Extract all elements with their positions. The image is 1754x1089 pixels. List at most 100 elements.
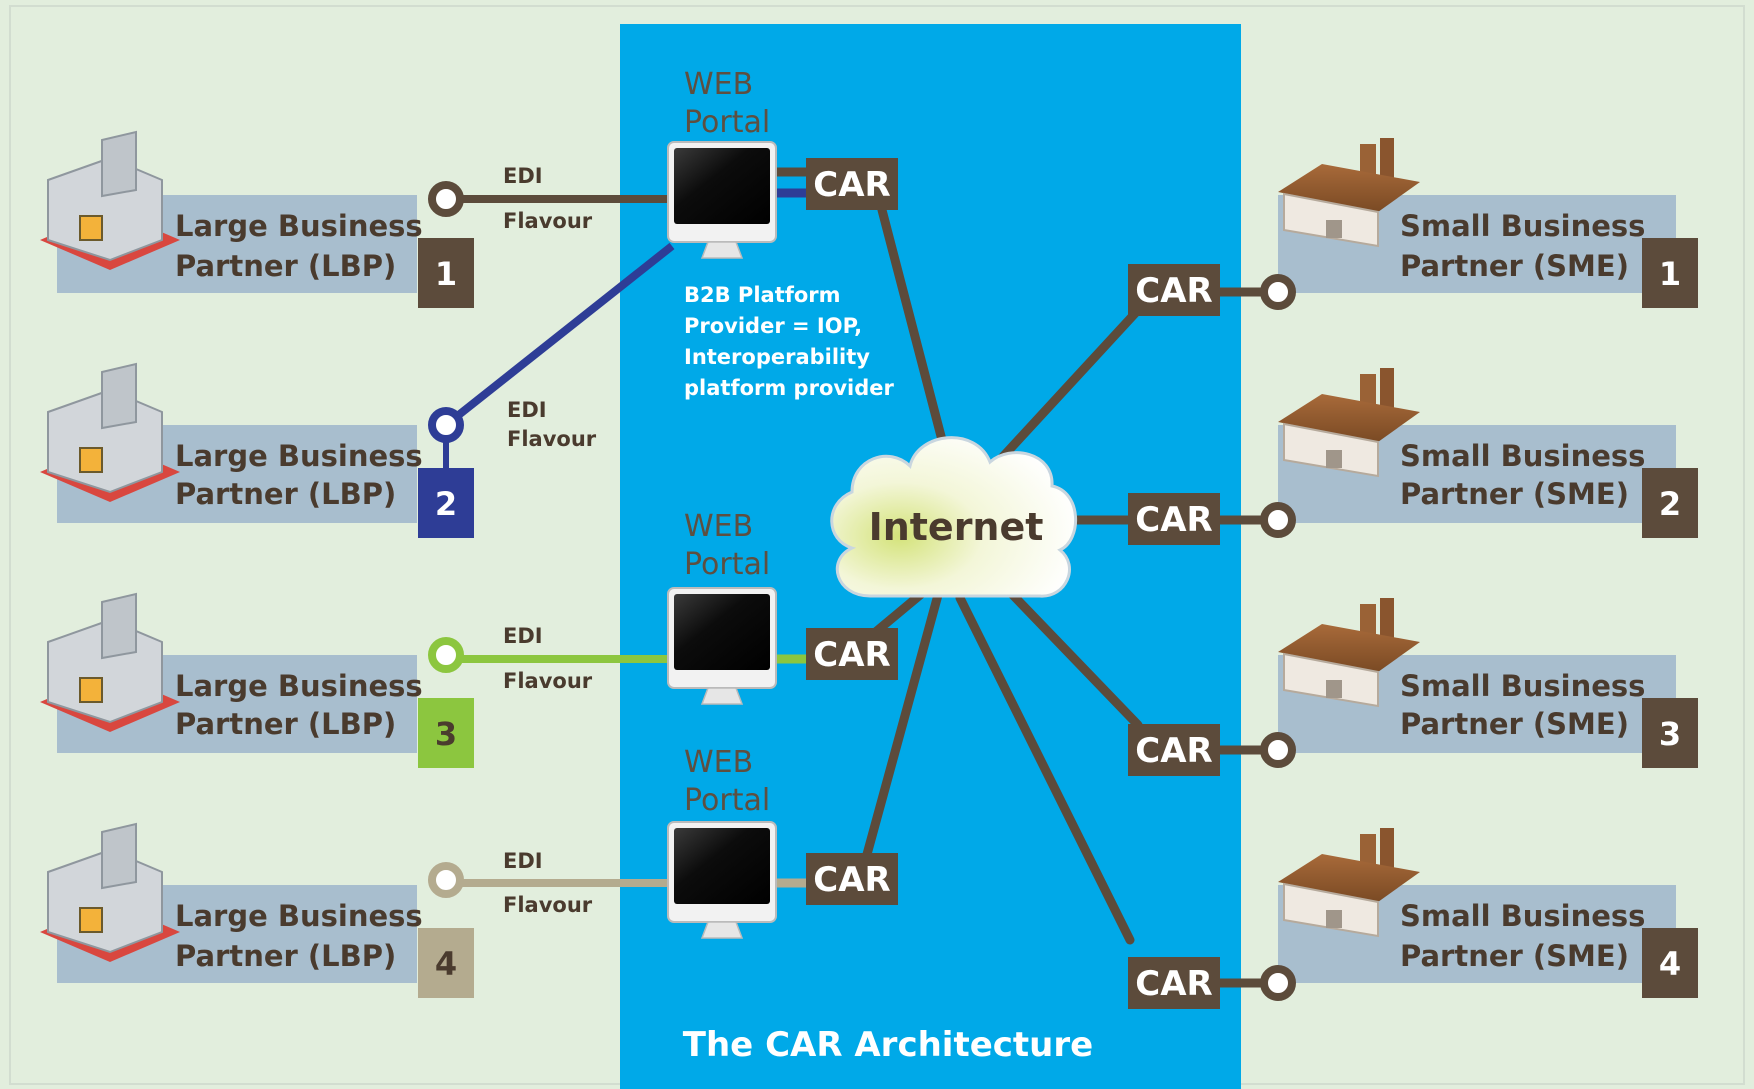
sme-badges: 1 2 3 4 [1642,238,1698,998]
platform-note-line: platform provider [684,376,895,400]
factory-tower [101,822,137,890]
ring-connector-icon [428,181,464,217]
sme-box-bgs [1278,195,1676,983]
door [1326,220,1342,238]
lbp-number-badge [418,698,474,768]
cloud-icon: Internet [830,436,1078,598]
lbp-number-badge [418,238,474,308]
car-box-sme-2 [1128,493,1220,545]
roof [1278,854,1420,902]
car-box-sme-1 [1128,264,1220,316]
lbp-label-line1: Large Business [175,439,423,473]
sme-label-line2: Partner (SME) [1400,707,1629,741]
door [1326,680,1342,698]
sme-label-line2: Partner (SME) [1400,939,1629,973]
edi-label: EDI [507,398,547,422]
sme-icons [1278,138,1420,938]
lbp-number: 2 [435,485,457,523]
flavour-label: Flavour [503,209,593,233]
roof [1278,624,1420,672]
factory-door [79,907,103,933]
edi-label: EDI [503,849,543,873]
sme-number: 2 [1659,485,1681,523]
car-label: CAR [813,165,890,205]
sme-number-badge [1642,468,1698,538]
platform-note: B2B Platform Provider = IOP, Interoperab… [684,283,895,400]
portal-label-line2: Portal [684,547,770,582]
web-portal-3: WEB Portal [667,509,777,705]
lbp-labels: Large Business Partner (LBP) Large Busin… [175,209,423,973]
car-boxes: CAR CAR CAR CAR CAR CAR CAR [806,158,1220,1009]
sme-number-badge [1642,928,1698,998]
sme-label-line1: Small Business [1400,209,1645,243]
sme-labels: Small Business Partner (SME) Small Busin… [1400,209,1645,973]
portal-label-line2: Portal [684,105,770,140]
sme-label-line1: Small Business [1400,899,1645,933]
factory-building-icon [40,130,180,270]
lbp-label-line1: Large Business [175,669,423,703]
flavour-label: Flavour [503,669,593,693]
lbp-badges: 1 2 3 4 [418,238,474,998]
car-label: CAR [1135,271,1212,311]
panel-title: The CAR Architecture [683,1025,1093,1065]
ring-connector-icon [1260,732,1296,768]
link-car-top-internet [877,205,947,445]
computer-monitor-icon [667,587,777,705]
lbp-label-line2: Partner (LBP) [175,939,396,973]
ring-connector-icon [428,407,464,443]
sme-number: 3 [1659,715,1681,753]
web-portal-1: WEB Portal [667,67,777,259]
lbp-label-line2: Partner (LBP) [175,707,396,741]
platform-note-line: Provider = IOP, [684,314,862,338]
lbp-number-badge [418,468,474,538]
roof [1278,164,1420,212]
car-label: CAR [813,635,890,675]
edi-label: EDI [503,164,543,188]
link-internet-sme1 [993,303,1145,467]
sme-label-line1: Small Business [1400,669,1645,703]
monitor-screen [674,828,770,904]
computer-monitor-icon [667,141,777,259]
car-box-portal-1 [806,158,898,210]
car-label: CAR [1135,731,1212,771]
sme-label-line1: Small Business [1400,439,1645,473]
car-label: CAR [1135,500,1212,540]
internet-links [861,205,1267,988]
internet-label: Internet [869,505,1044,549]
lbp-number: 3 [435,715,457,753]
monitor-stand [700,921,744,939]
sme-label-line2: Partner (SME) [1400,249,1629,283]
computer-monitor-icon [667,821,777,939]
monitor-screen [674,148,770,224]
factory-door [79,215,103,241]
lbp-number: 4 [435,945,457,983]
door [1326,910,1342,928]
sme-number: 1 [1659,255,1681,293]
car-box-sme-4 [1128,957,1220,1009]
door [1326,450,1342,468]
car-box-portal-3 [806,628,898,680]
factory-tower [101,592,137,660]
ring-connector-icon [1260,274,1296,310]
monitor-stand [700,687,744,705]
edi-link-2 [443,242,675,429]
lbp-number: 1 [435,255,457,293]
sme-number-badge [1642,698,1698,768]
portal-label-line1: WEB [684,745,753,780]
car-label: CAR [1135,964,1212,1004]
lbp-label-line2: Partner (LBP) [175,477,396,511]
car-box-portal-4 [806,853,898,905]
ring-connector-icon [1260,965,1296,1001]
factory-building-icon [40,592,180,732]
ring-connector-icon [428,637,464,673]
edi-labels: EDI Flavour EDI Flavour EDI Flavour EDI … [503,164,597,917]
link-internet-sme4 [955,593,1135,945]
factory-building-icon [40,362,180,502]
lbp-icons [40,130,180,962]
factory-door [79,447,103,473]
monitor-stand [700,241,744,259]
ring-connector-icon [1260,502,1296,538]
portal-label-line2: Portal [684,783,770,818]
car-box-sme-3 [1128,724,1220,776]
